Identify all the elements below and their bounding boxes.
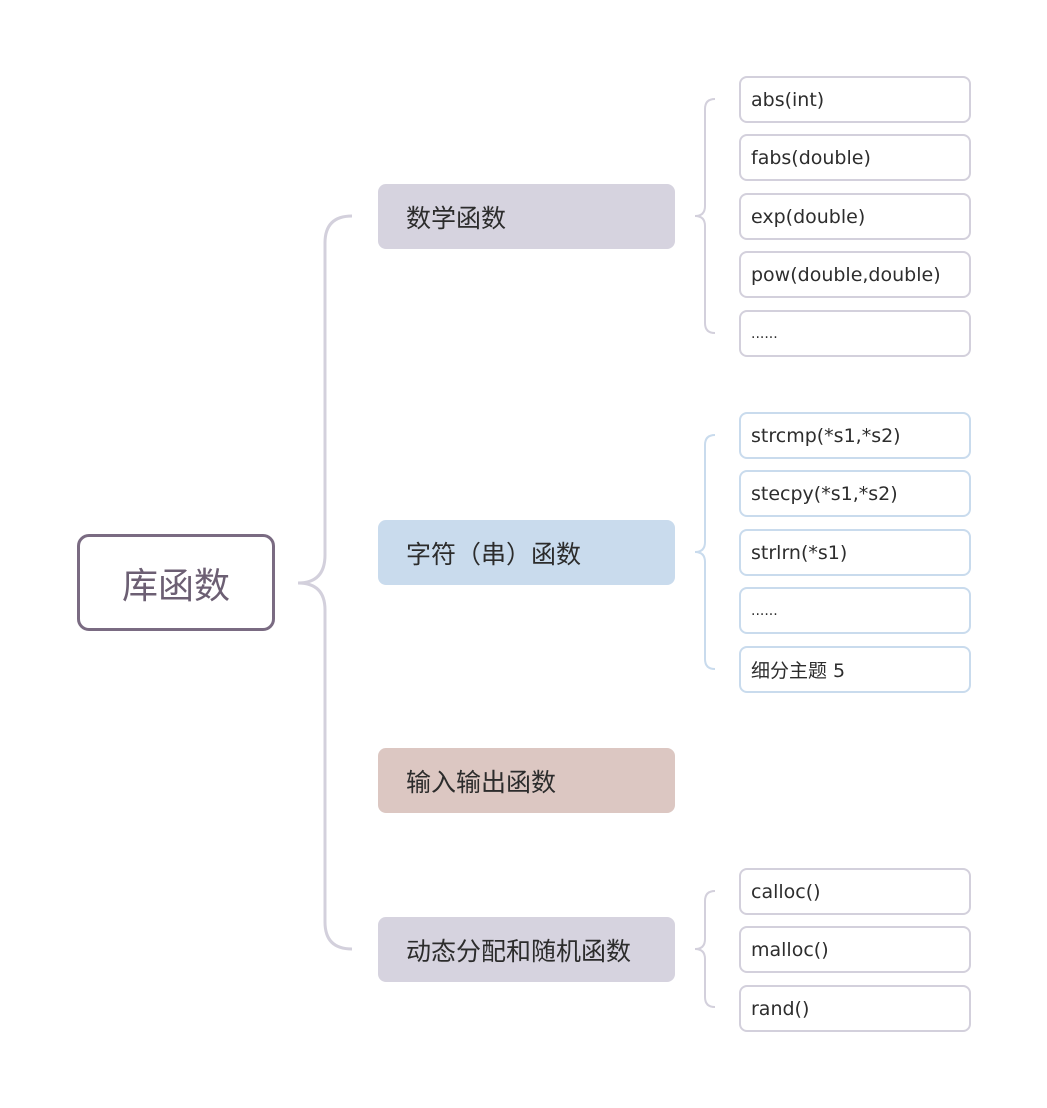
math-bracket [694,98,716,334]
subtopic-stecpy[interactable]: stecpy(*s1,*s2) [739,470,971,517]
subtopic-pow[interactable]: pow(double,double) [739,251,971,298]
root-bracket [297,214,353,951]
subtopic-strcmp[interactable]: strcmp(*s1,*s2) [739,412,971,459]
topic-string-functions[interactable]: 字符（串）函数 [378,520,675,585]
topic-io-functions[interactable]: 输入输出函数 [378,748,675,813]
subtopic-fabs[interactable]: fabs(double) [739,134,971,181]
subtopic-calloc[interactable]: calloc() [739,868,971,915]
subtopic-math-more[interactable]: ...... [739,310,971,357]
subtopic-string-more[interactable]: ...... [739,587,971,634]
subtopic-abs[interactable]: abs(int) [739,76,971,123]
subtopic-exp[interactable]: exp(double) [739,193,971,240]
subtopic-string-5[interactable]: 细分主题 5 [739,646,971,693]
topic-math-functions[interactable]: 数学函数 [378,184,675,249]
dynamic-bracket [694,890,716,1008]
topic-dynamic-random-functions[interactable]: 动态分配和随机函数 [378,917,675,982]
root-node[interactable]: 库函数 [77,534,275,631]
subtopic-malloc[interactable]: malloc() [739,926,971,973]
subtopic-strlrn[interactable]: strlrn(*s1) [739,529,971,576]
string-bracket [694,434,716,670]
subtopic-rand[interactable]: rand() [739,985,971,1032]
